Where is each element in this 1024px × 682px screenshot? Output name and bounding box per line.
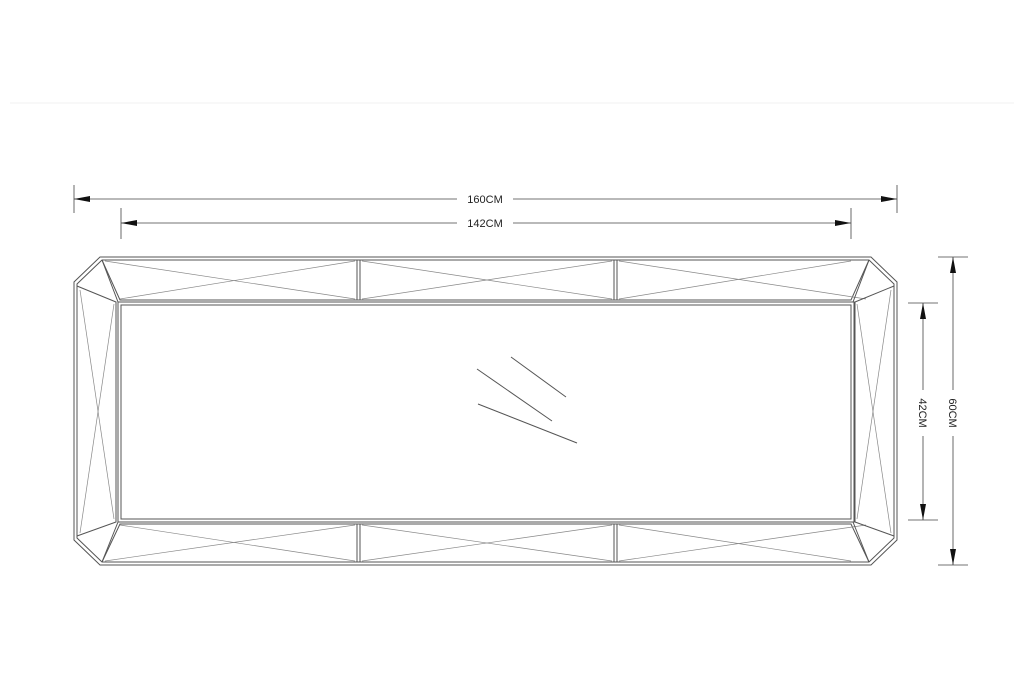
mirror-glass — [117, 301, 855, 523]
dimension-glass-height: 42CM — [908, 302, 938, 521]
mirror-frame — [73, 256, 898, 566]
dimension-glass-width: 142CM — [120, 208, 852, 239]
label-160cm: 160CM — [467, 194, 502, 206]
dimension-overall-height: 60CM — [938, 256, 968, 566]
dimension-overall-width: 160CM — [73, 185, 898, 213]
label-42cm: 42CM — [916, 398, 928, 427]
label-60cm: 60CM — [946, 398, 958, 427]
glass-reflection-lines — [476, 356, 578, 444]
label-142cm: 142CM — [467, 218, 502, 230]
